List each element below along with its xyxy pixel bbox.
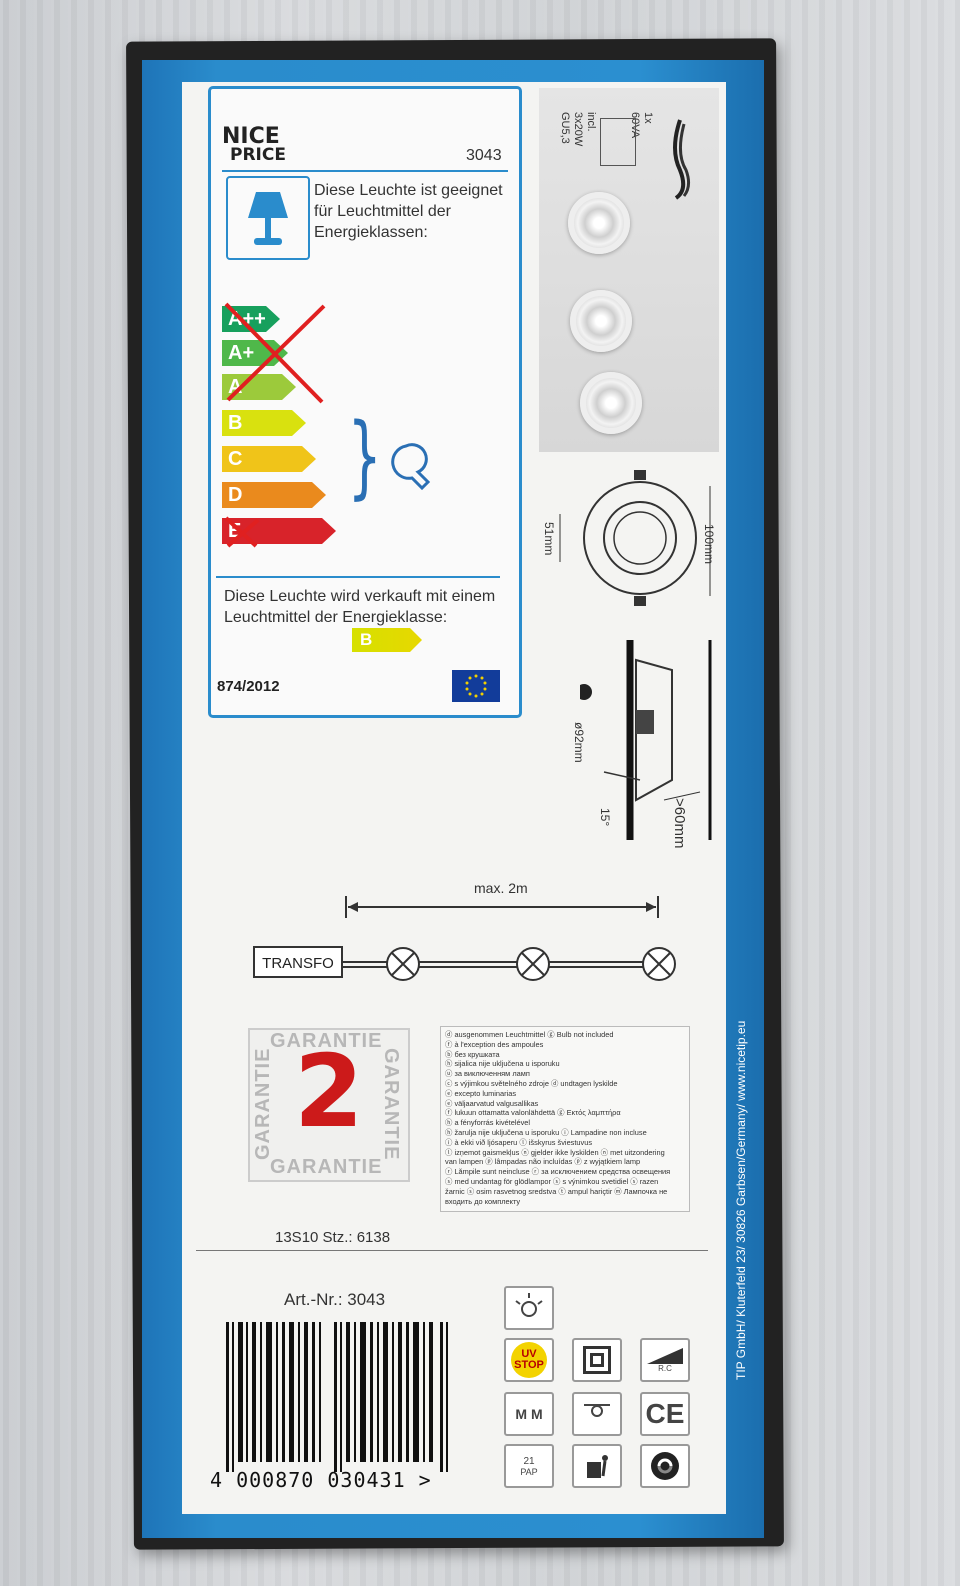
- stz-code: 13S10 Stz.: 6138: [275, 1229, 391, 1246]
- uv-stop-badge: UV STOP: [504, 1338, 554, 1382]
- note-line: ⓡ Lămpile sunt neincluse ⓡ за исключение…: [445, 1167, 671, 1177]
- lamp-icon-box: [226, 176, 310, 260]
- class-c: C: [222, 446, 316, 472]
- note-line: ⓑ без крушката: [445, 1049, 500, 1059]
- regulation-number: 874/2012: [217, 678, 280, 695]
- dim-height: 51mm: [542, 522, 556, 556]
- dim-angle: 15°: [598, 808, 612, 827]
- note-line: ⓢ med undantag för glödlampor ⓢ s výnimk…: [445, 1176, 659, 1186]
- uv-stop-icon: UV STOP: [511, 1342, 547, 1378]
- note-line: ⓒ s výjimkou světelného zdroje ⓓ undtage…: [445, 1078, 618, 1088]
- dim-width: 100mm: [702, 524, 716, 565]
- spotlight-1: [568, 192, 630, 254]
- dimmable-icon: R.C: [640, 1338, 690, 1382]
- recycle-code: 21: [523, 1455, 535, 1467]
- spec-socket: GU5,3: [559, 112, 571, 144]
- spotlight-3: [580, 372, 642, 434]
- bulb-not-included-note: ⓓ ausgenommen Leuchtmittel ⓖ Bulb not in…: [440, 1026, 690, 1212]
- brand-logo: NICE PRICE: [222, 124, 286, 165]
- brand-line2: PRICE: [230, 145, 286, 165]
- side-view-drawing: [580, 640, 712, 840]
- waste-bin-icon: [572, 1444, 622, 1488]
- table-lamp-icon: [248, 192, 288, 245]
- guarantee-word-bottom: GARANTIE: [270, 1156, 383, 1178]
- label-divider: [222, 170, 508, 172]
- note-line: ⓗ a fényforrás kivételével: [445, 1118, 531, 1128]
- recycling-pap-icon: 21 PAP: [504, 1444, 554, 1488]
- note-line: ⓕ à l'exception des ampoules: [445, 1039, 544, 1049]
- note-line: ⓗ sijalica nije uključena u isporuku: [445, 1059, 560, 1069]
- cable-picture: [673, 119, 691, 200]
- note-line: van lampen ⓟ lâmpadas não incluídas ⓟ z …: [445, 1157, 641, 1167]
- light-bulb-icon: [391, 443, 431, 490]
- class-range-brace: }: [347, 404, 382, 509]
- note-line: входить до комплекту: [445, 1196, 521, 1206]
- model-number: 3043: [466, 147, 502, 164]
- note-line: ⓘ à ekki við ljósaperu ⓛ išskyrus šviest…: [445, 1137, 593, 1147]
- guarantee-years: 2: [294, 1033, 364, 1150]
- class-d: D: [222, 482, 326, 508]
- guarantee-word-right: GARANTIE: [380, 1048, 402, 1161]
- note-line: ⓔ väljaarvatud valgusallikas: [445, 1098, 539, 1108]
- sold-with-text: Diese Leuchte wird verkauft mit einem Le…: [224, 588, 496, 626]
- class-e: E: [222, 518, 336, 544]
- downlight-icon: [572, 1392, 622, 1436]
- guarantee-word-top: GARANTIE: [270, 1030, 383, 1052]
- max-length-label: max. 2m: [474, 880, 528, 896]
- spec-qty: 1x: [642, 112, 654, 124]
- transformer-box: TRANSFO: [253, 946, 343, 978]
- label-divider-2: [216, 576, 500, 578]
- barcode-digits: 4 000870 030431 >: [210, 1468, 432, 1492]
- spotlight-2: [570, 290, 632, 352]
- spec-bulbs: 3x20W: [572, 112, 584, 147]
- note-line: ⓔ excepto luminarias: [445, 1088, 517, 1098]
- max-length-arrow: [345, 896, 659, 918]
- class-b: B: [222, 410, 306, 436]
- company-address: TIP GmbH/ Kluterfeld 23/ 30826 Garbsen/G…: [734, 1020, 748, 1380]
- dimmer-ramp-icon: [647, 1347, 683, 1364]
- green-dot-icon: [640, 1444, 690, 1488]
- excluded-class-e-cross: [224, 516, 260, 548]
- guarantee-badge: [248, 1028, 410, 1182]
- note-line: ⓓ ausgenommen Leuchtmittel ⓖ Bulb not in…: [445, 1030, 614, 1039]
- uv-label: UV: [521, 1348, 537, 1360]
- note-line: ⓛ izņemot gaismekļus ⓝ gjelder ikke lysk…: [445, 1147, 665, 1157]
- eu-flag-icon: [452, 670, 500, 702]
- light-rays-icon: [515, 1293, 543, 1317]
- mm-mark-icon: M M: [504, 1392, 554, 1436]
- rc-label: R.C: [658, 1363, 672, 1373]
- wiring-diagram: [343, 947, 676, 981]
- front-view-drawing: [559, 470, 711, 606]
- spec-incl: incl.: [585, 112, 597, 132]
- dim-depth: >60mm: [671, 798, 688, 849]
- sold-with-class: B: [352, 628, 422, 652]
- note-line: ⓕ lukuun ottamatta valonlähdettä ⓖ Εκτός…: [445, 1108, 621, 1118]
- recycle-material: PAP: [520, 1466, 538, 1477]
- note-line: žarnic ⓢ osim rasvetnog sredstva ⓣ ampul…: [445, 1186, 668, 1196]
- suitable-classes-text: Diese Leuchte ist geeignet für Leuchtmit…: [314, 182, 503, 241]
- excluded-classes-cross: [224, 302, 326, 404]
- brand-line1: NICE: [222, 124, 280, 149]
- recycle-arrows-icon: [651, 1452, 679, 1480]
- ceiling-light-icon: [584, 1404, 610, 1417]
- article-number: Art.-Nr.: 3043: [284, 1290, 386, 1309]
- barcode: [226, 1322, 448, 1472]
- bulb-icon: [504, 1286, 554, 1330]
- protection-class-2-icon: [572, 1338, 622, 1382]
- stop-label: STOP: [514, 1359, 544, 1371]
- transformer-picture: [600, 118, 636, 166]
- ce-mark-icon: CE: [640, 1392, 690, 1436]
- guarantee-word-left: GARANTIE: [252, 1047, 274, 1160]
- footer-divider: [196, 1250, 708, 1251]
- note-line: ⓗ žarulja nije uključena u isporuku ⓘ La…: [445, 1127, 647, 1137]
- dim-cutout: ø92mm: [572, 722, 586, 763]
- energy-label: [208, 86, 522, 718]
- tidyman-icon: [587, 1455, 608, 1478]
- note-line: ⓤ за виключенням ламп: [445, 1069, 530, 1079]
